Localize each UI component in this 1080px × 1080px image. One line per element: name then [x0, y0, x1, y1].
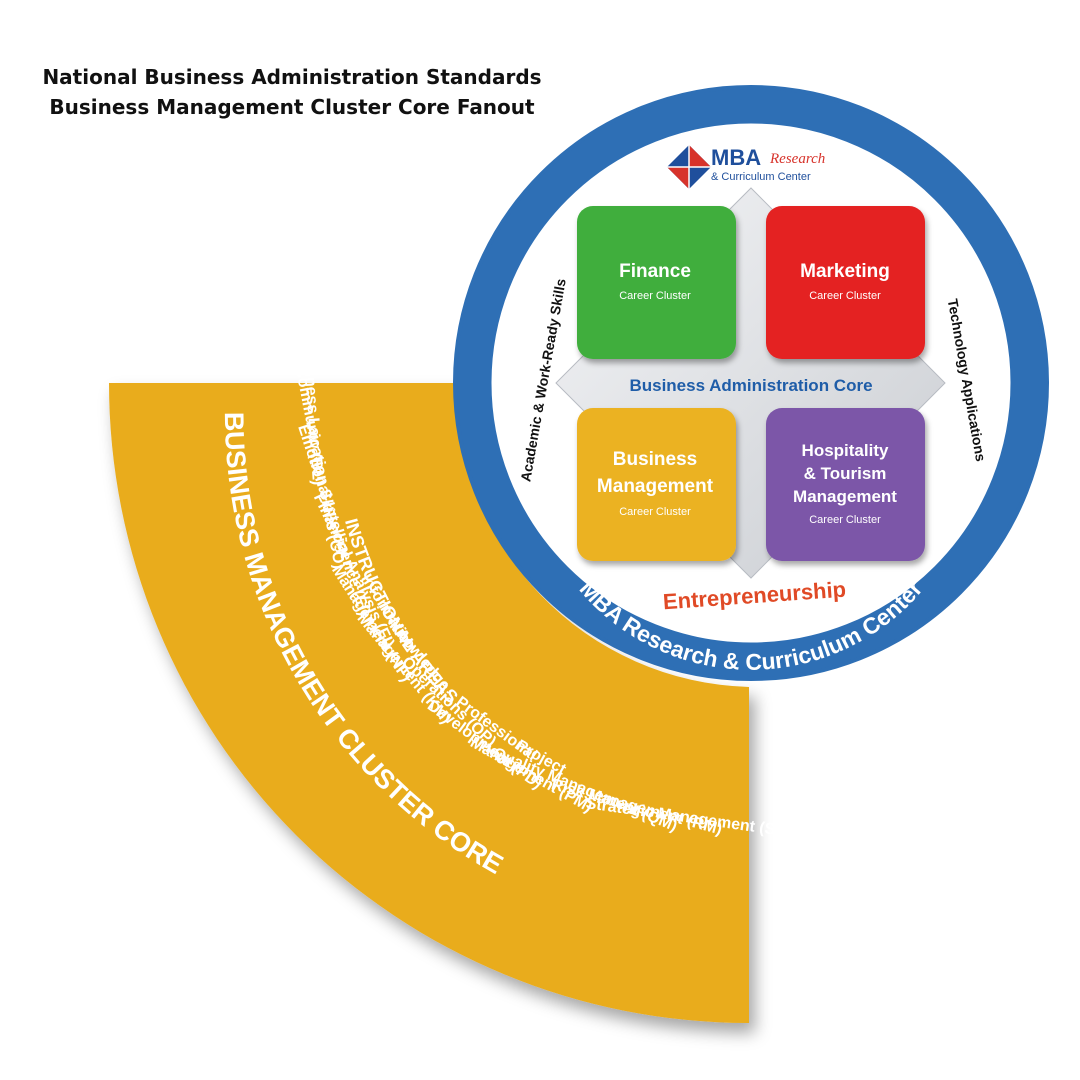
mba-logo-research: Research — [769, 151, 825, 167]
core-label: Business Administration Core — [629, 376, 872, 395]
marketing-title: Marketing — [800, 261, 890, 282]
page-title-line-1: National Business Administration Standar… — [42, 65, 542, 89]
finance-title: Finance — [619, 261, 691, 282]
hospitality-title-1: Hospitality — [802, 441, 889, 460]
hospitality-subtitle: Career Cluster — [809, 514, 881, 526]
mba-logo-icon — [667, 145, 711, 189]
page-title-line-2: Business Management Cluster Core Fanout — [49, 95, 535, 119]
finance-subtitle: Career Cluster — [619, 290, 691, 302]
fan-wedge — [109, 383, 749, 1023]
hospitality-title-2: & Tourism — [804, 464, 887, 483]
business-management-title-2: Management — [597, 476, 714, 497]
mba-logo: MBA Research & Curriculum Center — [667, 145, 825, 189]
standards-wheel: National Business Administration Standar… — [453, 85, 1049, 681]
marketing-subtitle: Career Cluster — [809, 290, 881, 302]
page-title: National Business Administration Standar… — [0, 62, 584, 122]
hospitality-title-3: Management — [793, 487, 897, 506]
hospitality-tile — [766, 408, 925, 561]
wheel-ring — [456, 88, 1046, 678]
marketing-tile — [766, 206, 925, 359]
mba-logo-sub: & Curriculum Center — [711, 171, 811, 183]
business-management-subtitle: Career Cluster — [619, 506, 691, 518]
mba-logo-main: MBA — [711, 145, 761, 170]
business-management-tile — [577, 408, 736, 561]
business-management-title-1: Business — [613, 449, 697, 470]
finance-tile — [577, 206, 736, 359]
